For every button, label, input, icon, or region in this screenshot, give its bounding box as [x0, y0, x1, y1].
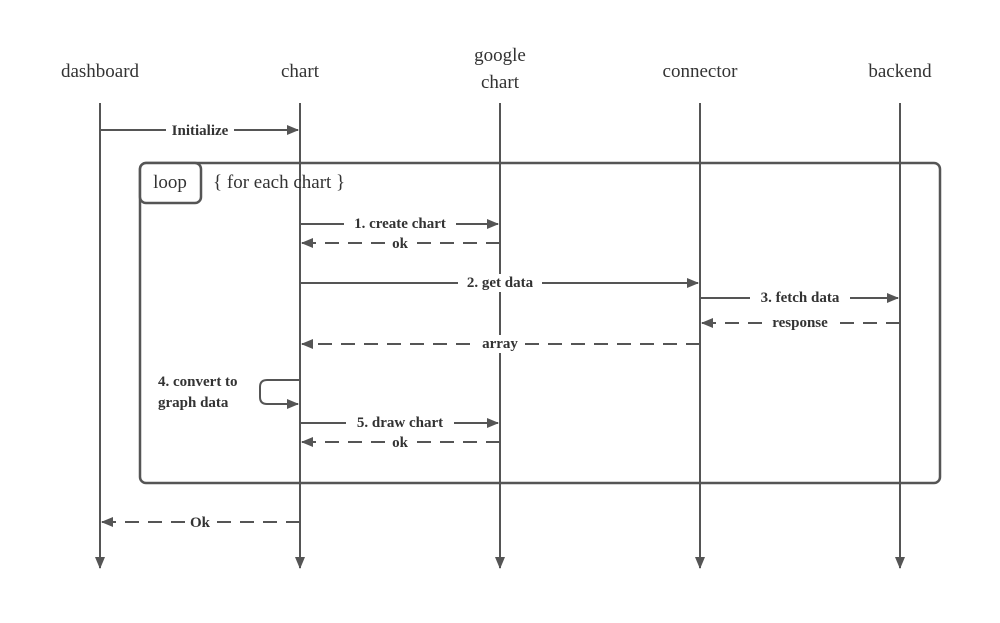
actor-backend: backend	[868, 61, 932, 82]
loop-condition: { for each chart }	[213, 172, 345, 193]
label-convert-line2: graph data	[158, 395, 229, 411]
actor-chart: chart	[281, 61, 320, 82]
actor-google-chart-line2: chart	[481, 72, 520, 93]
label-array: array	[482, 336, 518, 352]
label-create-chart: 1. create chart	[354, 216, 446, 232]
actor-google-chart-line1: google	[474, 45, 526, 66]
label-draw-chart: 5. draw chart	[357, 415, 443, 431]
label-final-ok: Ok	[190, 515, 211, 531]
label-fetch-data: 3. fetch data	[761, 290, 840, 306]
label-get-data: 2. get data	[467, 275, 534, 291]
arrow-convert-self	[259, 379, 300, 409]
label-draw-chart-ok: ok	[392, 435, 409, 451]
loop-label: loop	[153, 172, 187, 193]
actor-connector: connector	[663, 61, 739, 82]
label-initialize: Initialize	[172, 123, 229, 139]
label-convert-line1: 4. convert to	[158, 374, 238, 390]
actor-dashboard: dashboard	[61, 61, 140, 82]
loop-frame	[138, 161, 942, 485]
label-response: response	[772, 315, 828, 331]
loop-label-box	[138, 161, 203, 205]
label-create-chart-ok: ok	[392, 236, 409, 252]
